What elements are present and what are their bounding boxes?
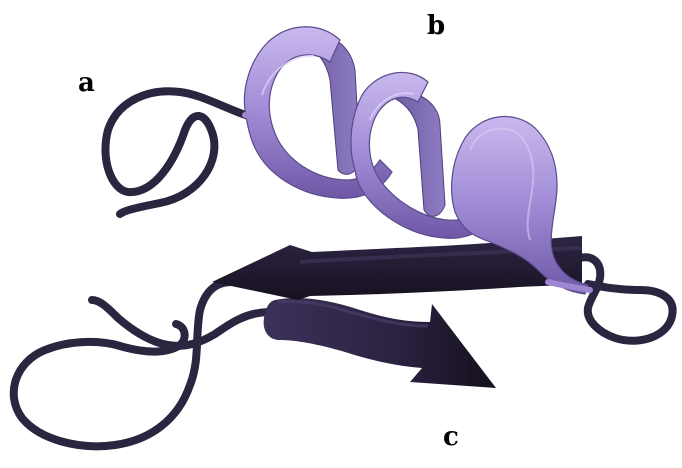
- coil-loop-a: [105, 91, 262, 214]
- label-c: c: [443, 424, 459, 450]
- beta-strand-lower: [264, 298, 496, 388]
- label-a: a: [78, 70, 95, 96]
- coil-loop-bottom-left: [14, 282, 270, 446]
- coil-loop-right: [580, 257, 673, 340]
- label-b: b: [427, 13, 445, 39]
